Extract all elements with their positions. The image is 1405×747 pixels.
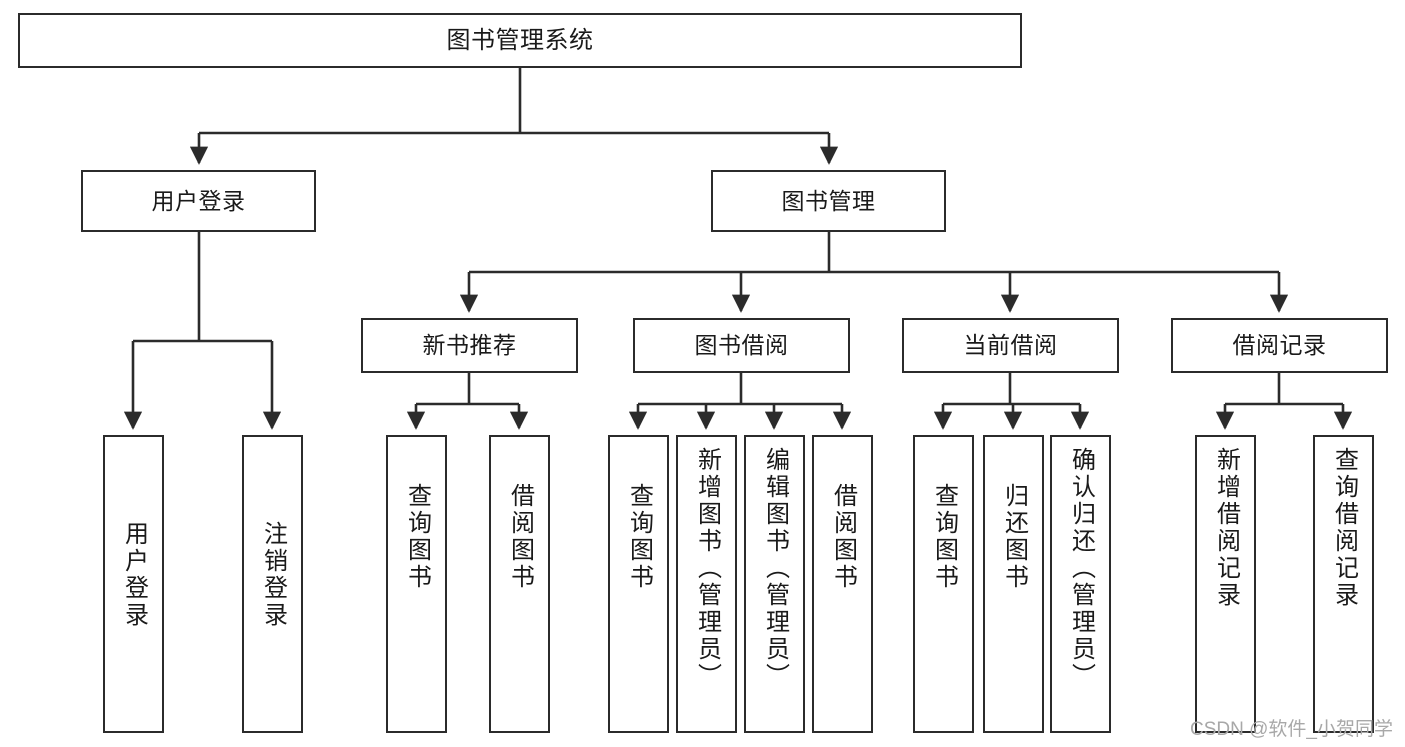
node-book-borrow-label: 图书借阅 <box>694 332 789 359</box>
node-root-label: 图书管理系统 <box>446 26 594 54</box>
node-current-borrow-label: 当前借阅 <box>963 332 1058 359</box>
node-leaf-query-book-1-label: 查询图书 <box>403 483 431 591</box>
node-leaf-confirm-return[interactable]: 确认归还（管理员） <box>1050 435 1111 733</box>
node-leaf-return-book-label: 归还图书 <box>1000 483 1028 591</box>
node-leaf-add-borrow-record-label: 新增借阅记录 <box>1212 447 1240 609</box>
csdn-watermark: CSDN @软件_小贺同学 <box>1190 719 1393 740</box>
node-new-book-recommend[interactable]: 新书推荐 <box>361 318 578 373</box>
node-leaf-borrow-book-1[interactable]: 借阅图书 <box>489 435 550 733</box>
node-user-login-label: 用户登录 <box>151 187 246 214</box>
node-leaf-user-login-label: 用户登录 <box>120 521 148 629</box>
node-new-book-recommend-label: 新书推荐 <box>422 332 517 359</box>
node-leaf-query-borrow-record-label: 查询借阅记录 <box>1330 447 1358 609</box>
node-root[interactable]: 图书管理系统 <box>18 13 1022 68</box>
node-leaf-query-book-3-label: 查询图书 <box>930 483 958 591</box>
node-leaf-query-book-1[interactable]: 查询图书 <box>386 435 447 733</box>
node-book-manage[interactable]: 图书管理 <box>711 170 946 232</box>
node-leaf-add-borrow-record[interactable]: 新增借阅记录 <box>1195 435 1256 733</box>
node-leaf-user-logout-label: 注销登录 <box>259 521 287 629</box>
node-book-borrow[interactable]: 图书借阅 <box>633 318 850 373</box>
node-leaf-add-book[interactable]: 新增图书（管理员） <box>676 435 737 733</box>
node-leaf-borrow-book-2[interactable]: 借阅图书 <box>812 435 873 733</box>
node-user-login[interactable]: 用户登录 <box>81 170 316 232</box>
node-borrow-record-label: 借阅记录 <box>1232 332 1327 359</box>
node-leaf-query-book-2-label: 查询图书 <box>625 483 653 591</box>
node-leaf-add-book-label: 新增图书（管理员） <box>693 447 721 690</box>
node-leaf-borrow-book-2-label: 借阅图书 <box>829 483 857 591</box>
node-leaf-query-borrow-record[interactable]: 查询借阅记录 <box>1313 435 1374 733</box>
node-book-manage-label: 图书管理 <box>781 187 876 214</box>
node-borrow-record[interactable]: 借阅记录 <box>1171 318 1388 373</box>
node-leaf-user-logout[interactable]: 注销登录 <box>242 435 303 733</box>
node-leaf-borrow-book-1-label: 借阅图书 <box>506 483 534 591</box>
node-leaf-query-book-3[interactable]: 查询图书 <box>913 435 974 733</box>
node-leaf-edit-book-label: 编辑图书（管理员） <box>761 447 789 690</box>
node-leaf-query-book-2[interactable]: 查询图书 <box>608 435 669 733</box>
node-leaf-edit-book[interactable]: 编辑图书（管理员） <box>744 435 805 733</box>
node-leaf-confirm-return-label: 确认归还（管理员） <box>1067 447 1095 690</box>
node-current-borrow[interactable]: 当前借阅 <box>902 318 1119 373</box>
node-leaf-return-book[interactable]: 归还图书 <box>983 435 1044 733</box>
node-leaf-user-login[interactable]: 用户登录 <box>103 435 164 733</box>
